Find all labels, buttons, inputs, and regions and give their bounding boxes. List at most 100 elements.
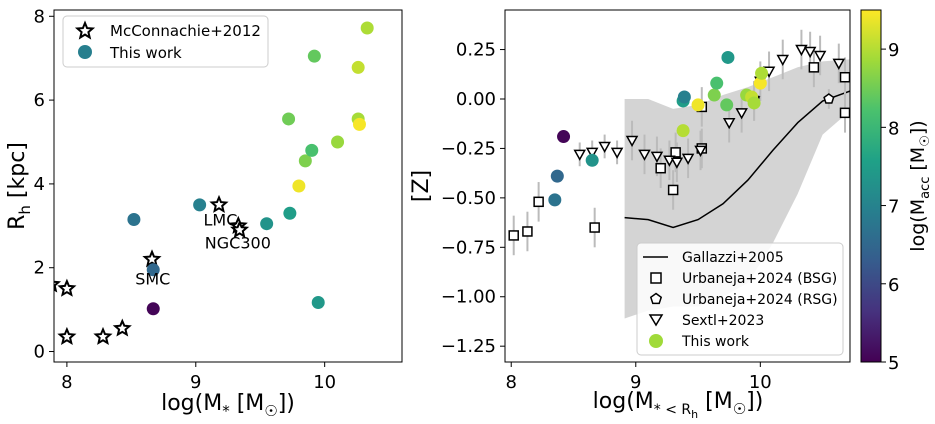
- this-work-point: [146, 302, 160, 316]
- left-ytick-label: 4: [34, 174, 45, 195]
- left-ticks: 8 9 10 0 2 4 6 8: [34, 6, 337, 393]
- left-legend-box: [62, 15, 269, 68]
- left-xtick-label: 9: [190, 372, 201, 393]
- urbaneja-rsg-pentagon: [823, 93, 835, 104]
- right-xtick-label: 9: [630, 372, 641, 393]
- this-work-point: [677, 90, 691, 104]
- mcconnachie-star: [230, 219, 250, 239]
- urbaneja-bsg-square: [667, 184, 679, 196]
- legend-triangle-marker: [648, 314, 664, 327]
- this-work-point: [283, 206, 297, 220]
- left-legend: McConnachie+2012 This work: [62, 15, 269, 68]
- sextl-triangle: [735, 108, 748, 120]
- galaxy-annotation: NGC300: [205, 234, 271, 253]
- right-ytick-label: −1.00: [441, 287, 496, 308]
- this-work-point: [352, 117, 366, 131]
- sextl-triangle: [610, 147, 624, 159]
- right-xtick-label: 10: [749, 372, 772, 393]
- this-work-point: [557, 130, 571, 144]
- right-ylabel: [Z]: [409, 170, 434, 202]
- right-legend-label-0: Gallazzi+2005: [682, 250, 784, 266]
- sextl-triangle: [681, 153, 695, 165]
- left-panel: 8 9 10 0 2 4 6 8 log(M* [M☉]) Rh [kpc] LMC NGC30…: [5, 6, 403, 420]
- left-legend-label-1: This work: [109, 44, 182, 62]
- right-ytick-label: −0.25: [441, 138, 496, 159]
- this-work-point: [676, 124, 690, 138]
- this-work-point: [585, 153, 599, 167]
- this-work-point: [298, 154, 312, 168]
- sextl-triangle: [776, 54, 790, 66]
- right-legend: Gallazzi+2005 Urbaneja+2024 (BSG) Urbane…: [636, 242, 844, 356]
- this-work-point: [307, 49, 321, 63]
- legend-square-marker: [650, 272, 662, 284]
- urbaneja-bsg-square: [808, 62, 820, 73]
- mcconnachie-star: [209, 194, 229, 213]
- right-legend-label-2: Urbaneja+2024 (RSG): [682, 292, 838, 308]
- urbaneja-bsg-square: [508, 230, 519, 241]
- left-ylabel: Rh [kpc]: [5, 142, 34, 230]
- colorbar-tick-label: 7: [888, 197, 899, 218]
- this-work-point: [146, 263, 160, 277]
- right-legend-label-1: Urbaneja+2024 (BSG): [682, 271, 837, 287]
- this-work-point: [305, 143, 319, 157]
- this-work-point: [127, 213, 141, 227]
- this-work-point: [292, 179, 306, 193]
- this-work-point: [351, 60, 365, 74]
- this-work-point: [360, 21, 374, 35]
- this-work-point: [710, 76, 724, 90]
- sextl-triangle: [625, 135, 639, 148]
- left-xtick-label: 8: [61, 372, 72, 393]
- mcconnachie-star: [93, 326, 113, 345]
- left-xlabel: log(M* [M☉]): [161, 391, 295, 420]
- left-ytick-label: 0: [34, 342, 45, 363]
- left-ytick-label: 8: [34, 6, 45, 27]
- this-work-point: [691, 98, 705, 112]
- right-axes-frame: [504, 9, 851, 363]
- this-work-point: [721, 50, 735, 64]
- left-xtick-label: 10: [313, 372, 336, 393]
- urbaneja-bsg-square: [655, 162, 666, 174]
- galaxy-annotation: SMC: [135, 270, 170, 289]
- mcconnachie-star: [57, 326, 77, 345]
- mcconnachie-star: [54, 280, 62, 293]
- this-work-point: [331, 135, 345, 149]
- legend-circle-marker: [78, 45, 92, 59]
- galaxy-annotation: LMC: [204, 211, 238, 230]
- left-ytick-label: 2: [34, 258, 45, 279]
- right-legend-box: [636, 242, 844, 356]
- sextl-triangle: [670, 157, 684, 169]
- right-ytick-label: −1.25: [441, 336, 496, 357]
- this-work-point: [550, 169, 564, 183]
- this-work-point: [311, 295, 325, 309]
- sextl-triangle: [573, 149, 587, 161]
- left-plot-area: [54, 21, 374, 345]
- sextl-triangle: [650, 151, 664, 163]
- this-work-point: [707, 88, 721, 102]
- this-work-point: [260, 217, 274, 231]
- colorbar-tick-label: 6: [888, 275, 899, 296]
- sextl-triangle: [832, 58, 846, 70]
- mcconnachie-star: [142, 249, 162, 268]
- urbaneja-bsg-square: [839, 71, 850, 83]
- colorbar-label: log(Macc [M☉]): [907, 120, 933, 251]
- right-ytick-label: 0.25: [456, 40, 496, 61]
- legend-pentagon-marker: [649, 292, 663, 305]
- this-work-point: [193, 198, 207, 212]
- colorbar-tick-label: 5: [888, 353, 899, 374]
- right-legend-label-3: Sextl+2023: [682, 313, 764, 329]
- right-xlabel: log(M* < Rh [M☉]): [593, 389, 764, 421]
- gallazzi-line: [624, 90, 850, 229]
- this-work-point: [548, 193, 562, 207]
- urbaneja-bsg-square: [839, 107, 850, 119]
- left-ytick-label: 6: [34, 90, 45, 111]
- legend-star-marker: [74, 20, 96, 40]
- right-ytick-label: −0.50: [441, 188, 496, 209]
- sextl-triangle: [585, 147, 599, 159]
- this-work-point: [720, 98, 734, 112]
- mcconnachie-star: [112, 318, 132, 337]
- right-legend-label-4: This work: [681, 334, 750, 350]
- sextl-triangle: [638, 149, 651, 161]
